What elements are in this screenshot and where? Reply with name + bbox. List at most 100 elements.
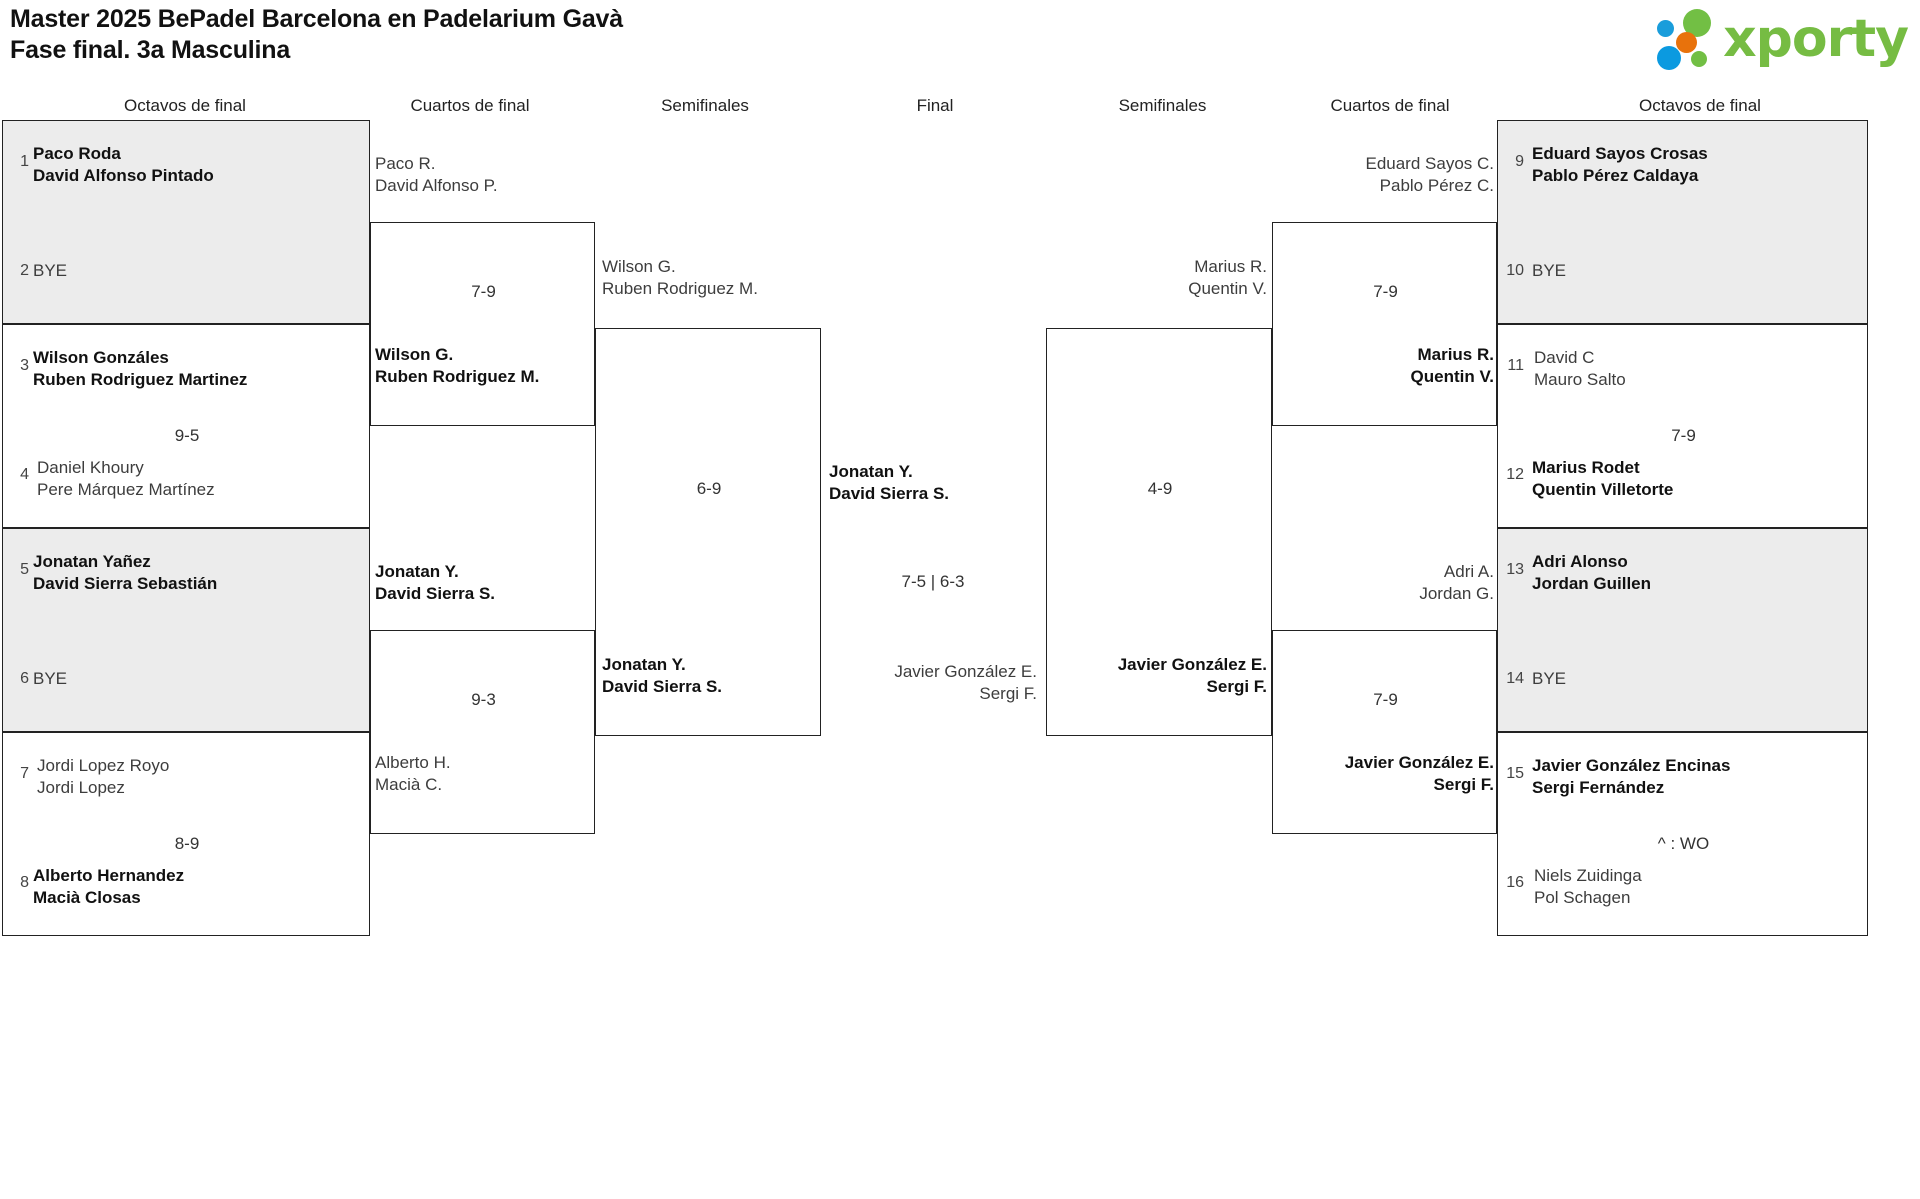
team-name-top-p2: Jordi Lopez <box>37 778 125 797</box>
seed-number-bottom: 8 <box>20 874 29 891</box>
match-score: 7-9 <box>471 282 496 301</box>
match-box-l1[interactable]: 1 Paco Roda David Alfonso Pintado 2 BYE <box>2 120 370 324</box>
seed-number-bottom: 2 <box>20 262 29 279</box>
team-name-bottom-p1: Niels Zuidinga <box>1534 866 1642 885</box>
match-score: 9-5 <box>174 426 200 445</box>
team-name-bottom-p2: Quentin Villetorte <box>1532 480 1674 499</box>
match-box-final[interactable]: Jonatan Y. David Sierra S. 7-5 | 6-3 Jav… <box>821 452 1045 712</box>
bye-label: BYE <box>33 669 68 688</box>
page-header: Master 2025 BePadel Barcelona en Padelar… <box>0 0 1920 92</box>
bye-label: BYE <box>1532 261 1567 280</box>
seed-number-bottom: 12 <box>1506 466 1524 483</box>
team-name-top-p2: Ruben Rodriguez M. <box>602 279 758 298</box>
match-score: 9-3 <box>471 690 496 709</box>
team-name-bottom-p1: Marius Rodet <box>1532 458 1640 477</box>
match-box-lsf[interactable]: Wilson G. Ruben Rodriguez M. 6-9 Jonatan… <box>595 257 821 736</box>
seed-number: 15 <box>1506 765 1524 782</box>
xporty-logo[interactable]: xporty <box>1657 6 1909 72</box>
round-header-semifinales-right: Semifinales <box>1118 96 1207 115</box>
bye-label: BYE <box>1532 669 1567 688</box>
tournament-subtitle: Fase final. 3a Masculina <box>10 36 291 64</box>
team-name-bottom-p1: Daniel Khoury <box>37 458 144 477</box>
team-name-bottom-p1: Wilson G. <box>375 345 454 364</box>
match-score: 4-9 <box>1147 479 1173 498</box>
seed-number-bottom: 10 <box>1506 262 1524 279</box>
team-name-top-p1: Wilson G. <box>602 257 676 276</box>
match-box-rq1[interactable]: Eduard Sayos C. Pablo Pérez C. 7-9 Mariu… <box>1272 154 1497 426</box>
team-name-top-p1: Marius R. <box>1194 257 1267 276</box>
team-name-bottom-p1: Jonatan Y. <box>602 655 686 674</box>
team-name-top-p1: Eduard Sayos C. <box>1365 154 1494 173</box>
team-name-top-p1: Eduard Sayos Crosas <box>1532 144 1708 163</box>
seed-number: 7 <box>20 765 29 782</box>
match-box-rsf[interactable]: Marius R. Quentin V. 4-9 Javier González… <box>1046 257 1272 736</box>
team-name-bottom-p1: Javier González E. <box>894 662 1037 681</box>
team-name-top-p2: David Sierra S. <box>375 584 496 603</box>
match-box-r1[interactable]: 9 Eduard Sayos Crosas Pablo Pérez Calday… <box>1497 120 1868 324</box>
match-box-r3[interactable]: 13 Adri Alonso Jordan Guillen 14 BYE <box>1497 528 1868 732</box>
match-score: 7-9 <box>1373 282 1398 301</box>
team-name-top-p2: Pablo Pérez Caldaya <box>1532 166 1699 185</box>
match-box-l2[interactable]: 3 Wilson Gonzáles Ruben Rodriguez Martin… <box>2 324 370 528</box>
team-name-bottom-p2: Sergi F. <box>979 684 1037 703</box>
team-name-top-p2: Sergi Fernández <box>1532 778 1665 797</box>
match-score: 8-9 <box>174 834 200 853</box>
round-header-octavos-left: Octavos de final <box>124 96 246 115</box>
team-name-top-p2: David Sierra Sebastián <box>33 574 218 593</box>
team-name-bottom-p2: Pere Márquez Martínez <box>37 480 215 499</box>
logo-dots-icon <box>1657 8 1719 70</box>
team-name-bottom-p1: Alberto H. <box>375 753 451 772</box>
team-name-top-p1: Paco R. <box>375 154 436 173</box>
round-header-semifinales-left: Semifinales <box>661 96 749 115</box>
match-score: 6-9 <box>696 479 722 498</box>
seed-number: 9 <box>1515 153 1524 170</box>
team-name-top-p2: Quentin V. <box>1188 279 1267 298</box>
team-name-bottom-p2: Quentin V. <box>1410 367 1494 386</box>
team-name-top-p1: David C <box>1534 348 1595 367</box>
team-name-top-p1: Jonatan Y. <box>829 462 913 481</box>
match-box-r2[interactable]: 11 David C Mauro Salto 7-9 12 Marius Rod… <box>1497 324 1868 528</box>
match-box-lq2[interactable]: Jonatan Y. David Sierra S. 9-3 Alberto H… <box>370 562 595 834</box>
match-score-final: 7-5 | 6-3 <box>901 572 965 591</box>
title-block: Master 2025 BePadel Barcelona en Padelar… <box>10 4 623 66</box>
match-box-l3[interactable]: 5 Jonatan Yañez David Sierra Sebastián 6… <box>2 528 370 732</box>
team-name-bottom-p1: Alberto Hernandez <box>33 866 185 885</box>
team-name-top-p2: Ruben Rodriguez Martinez <box>33 370 248 389</box>
seed-number: 1 <box>20 153 29 170</box>
seed-number-bottom: 16 <box>1506 874 1524 891</box>
team-name-top-p1: Adri A. <box>1443 562 1494 581</box>
match-box-rq2[interactable]: Adri A. Jordan G. 7-9 Javier González E.… <box>1272 562 1497 834</box>
team-name-top-p1: Jordi Lopez Royo <box>37 756 170 775</box>
tournament-title: Master 2025 BePadel Barcelona en Padelar… <box>10 5 623 33</box>
round-header-octavos-right: Octavos de final <box>1639 96 1761 115</box>
team-name-top-p2: David Sierra S. <box>829 484 950 503</box>
seed-number-bottom: 14 <box>1506 670 1524 687</box>
team-name-top-p2: Pablo Pérez C. <box>1379 176 1494 195</box>
seed-number: 13 <box>1506 561 1524 578</box>
match-score: 7-9 <box>1373 690 1398 709</box>
round-header-final: Final <box>916 96 954 115</box>
team-name-bottom-p2: Sergi F. <box>1206 677 1267 696</box>
team-name-top-p2: Mauro Salto <box>1534 370 1626 389</box>
match-box-r4[interactable]: 15 Javier González Encinas Sergi Fernánd… <box>1497 732 1868 936</box>
seed-number-bottom: 4 <box>20 466 29 483</box>
team-name-top-p1: Adri Alonso <box>1532 552 1628 571</box>
team-name-top-p2: David Alfonso Pintado <box>33 166 214 185</box>
seed-number-bottom: 6 <box>20 670 29 687</box>
team-name-bottom-p2: Ruben Rodriguez M. <box>375 367 540 386</box>
team-name-top-p2: Jordan Guillen <box>1532 574 1652 593</box>
team-name-bottom-p2: Macià C. <box>375 775 443 794</box>
team-name-top-p1: Javier González Encinas <box>1532 756 1731 775</box>
match-score: 7-9 <box>1671 426 1696 445</box>
team-name-bottom-p1: Javier González E. <box>1344 753 1494 772</box>
team-name-bottom-p1: Marius R. <box>1417 345 1494 364</box>
team-name-top-p2: David Alfonso P. <box>375 176 498 195</box>
seed-number: 11 <box>1507 357 1524 374</box>
match-box-l4[interactable]: 7 Jordi Lopez Royo Jordi Lopez 8-9 8 Alb… <box>2 732 370 936</box>
team-name-bottom-p2: Pol Schagen <box>1534 888 1631 907</box>
team-name-top-p1: Paco Roda <box>33 144 121 163</box>
team-name-top-p1: Wilson Gonzáles <box>33 348 169 367</box>
seed-number: 3 <box>20 357 29 374</box>
match-box-lq1[interactable]: Paco R. David Alfonso P. 7-9 Wilson G. R… <box>370 154 595 426</box>
team-name-bottom-p2: Sergi F. <box>1433 775 1494 794</box>
